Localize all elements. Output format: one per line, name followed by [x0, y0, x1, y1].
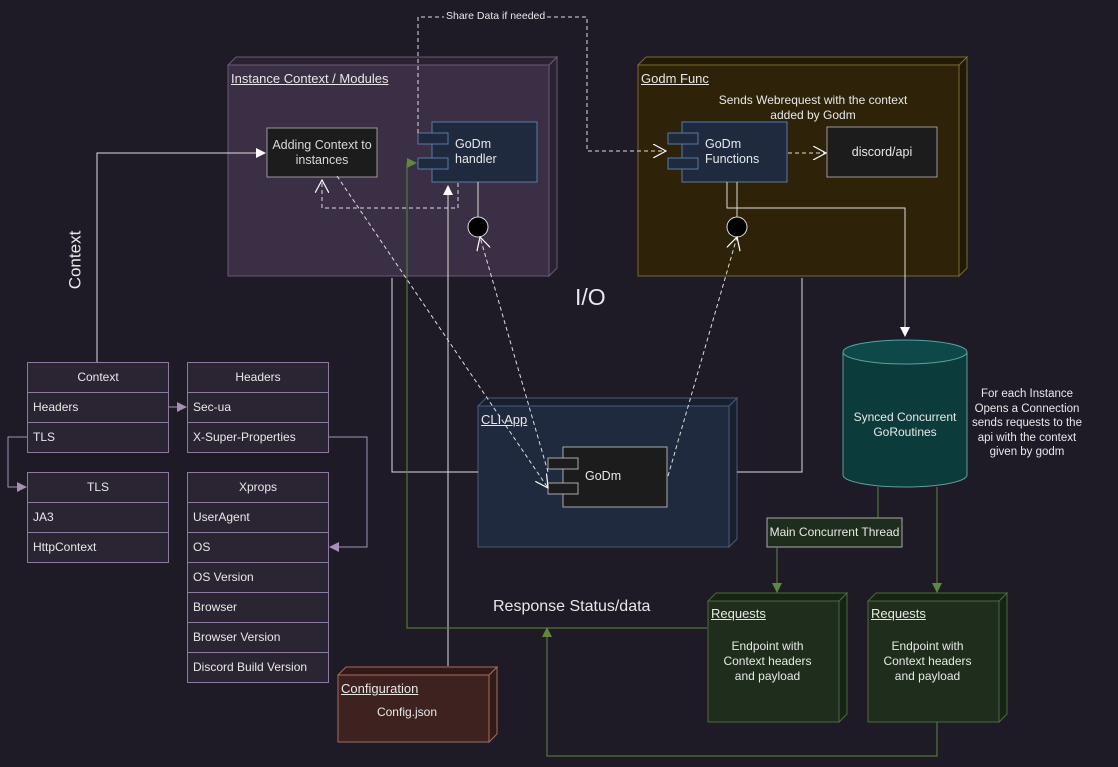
headers-to-xprops-connector [328, 436, 368, 552]
main-thread-label: Main Concurrent Thread [769, 525, 900, 539]
handler-to-context-connector [322, 180, 459, 209]
handler-interface [467, 182, 489, 238]
headers-row-x-super-properties: X-Super-Properties [193, 430, 296, 444]
config-file-label: Config.json [376, 705, 438, 719]
tls-row-ja3: JA3 [28, 503, 168, 533]
xprops-row-useragent: UserAgent [188, 503, 328, 533]
godm-handler-component [417, 121, 538, 183]
requests-node-1 [706, 591, 849, 724]
xprops-table-header: Xprops [188, 473, 328, 503]
context-connector [96, 148, 266, 362]
share-data-label: Share Data if needed [444, 10, 548, 22]
io-left-outline [391, 278, 478, 473]
xprops-row-discord-build-version: Discord Build Version [193, 660, 308, 674]
adding-context-label: Adding Context to instances [272, 137, 372, 167]
discord-api-label: discord/api [851, 144, 913, 159]
functions-to-database-connector [726, 182, 910, 337]
context-table-header: Context [28, 363, 168, 393]
context-table: Context Headers TLS [27, 362, 169, 453]
context-row-headers: Headers [28, 393, 168, 423]
configuration-title: Configuration [341, 681, 419, 696]
godm-functions-label: GoDm Functions [705, 137, 760, 166]
discord-api-box [826, 126, 938, 178]
cli-to-handler-connector [480, 237, 549, 473]
requests-2-body: Endpoint with Context headers and payloa… [883, 639, 972, 683]
xprops-row-browser-version: Browser Version [188, 623, 328, 653]
response-status-connector [542, 627, 938, 757]
context-to-tls-connector [7, 436, 28, 492]
synced-goroutines-database [842, 339, 968, 488]
synced-goroutines-label: Synced Concurrent GoRoutines [853, 410, 957, 439]
instance-connection-note: For each Instance Opens a Connection sen… [972, 388, 1082, 458]
godm-functions-component [667, 121, 788, 183]
godm-func-title: Godm Func [641, 71, 709, 86]
io-label: I/O [575, 284, 606, 310]
godm-cli-label: GoDm [585, 469, 622, 483]
response-status-label: Response Status/data [493, 598, 651, 615]
tls-table: TLS JA3 HttpContext [27, 472, 169, 563]
instance-context-title: Instance Context / Modules [231, 71, 389, 86]
xprops-row-browser: Browser [188, 593, 328, 623]
context-row-tls: TLS [33, 430, 56, 444]
requests-node-2 [866, 591, 1009, 724]
io-right-outline [737, 278, 803, 473]
xprops-row-os-version: OS Version [188, 563, 328, 593]
requests-response-connector [406, 158, 707, 629]
requests-1-title: Requests [711, 606, 766, 621]
godm-func-note: Sends Webrequest with the context added … [718, 93, 908, 122]
headers-table: Headers Sec-ua X-Super-Properties [187, 362, 329, 453]
tls-row-httpcontext: HttpContext [33, 540, 97, 554]
requests-1-body: Endpoint with Context headers and payloa… [723, 639, 812, 683]
headers-row-sec-ua: Sec-ua [188, 393, 328, 423]
share-data-connector [417, 16, 666, 151]
requests-2-title: Requests [871, 606, 926, 621]
xprops-row-os: OS [188, 533, 328, 563]
headers-table-header: Headers [188, 363, 328, 393]
configuration-node [336, 665, 499, 744]
cli-app-title: CLI App [481, 412, 528, 427]
xprops-table: Xprops UserAgent OS OS Version Browser B… [187, 472, 329, 683]
main-thread-box [766, 517, 903, 548]
godm-handler-label: GoDm handler [455, 137, 497, 166]
tls-table-header: TLS [28, 473, 168, 503]
godm-cli-component [547, 446, 668, 508]
adding-context-box [266, 127, 378, 178]
context-vertical-label: Context [65, 230, 85, 290]
